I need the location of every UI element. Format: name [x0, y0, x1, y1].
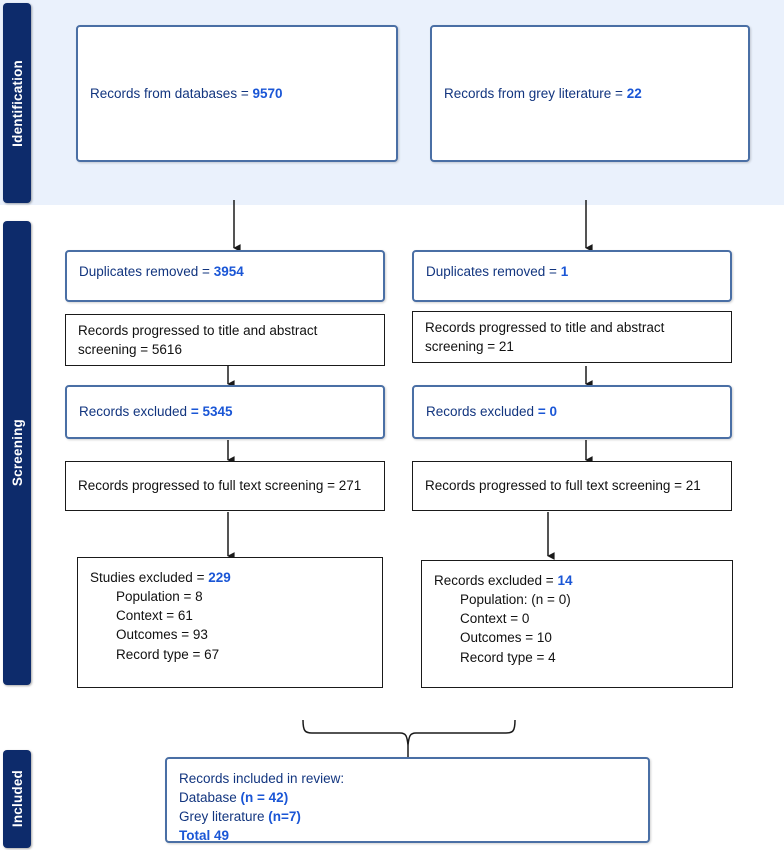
records-excluded-full-grey-label: Records excluded =	[434, 573, 558, 588]
records-from-grey-text: Records from grey literature = 22	[444, 84, 736, 103]
records-excluded-grey-text: Records excluded = 0	[426, 402, 718, 421]
records-included-heading: Records included in review:	[179, 771, 345, 786]
studies-excluded-database-label: Studies excluded =	[90, 570, 209, 585]
studies-excluded-database-reason-outcomes: Outcomes = 93	[116, 627, 208, 643]
records-from-grey-value: 22	[626, 85, 642, 101]
records-included-database-value: (n = 42)	[240, 790, 289, 806]
records-excluded-full-grey-reason-outcomes: Outcomes = 10	[460, 630, 552, 646]
records-from-databases-text: Records from databases = 9570	[90, 84, 384, 103]
box-records-excluded-grey: Records excluded = 0	[412, 385, 732, 439]
box-studies-excluded-database: Studies excluded = 229 Population = 8 Co…	[77, 557, 383, 688]
records-excluded-database-value: = 5345	[190, 404, 233, 420]
records-from-grey-label: Records from grey literature =	[444, 85, 627, 101]
fulltext-grey-text: Records progressed to full text screenin…	[425, 478, 701, 494]
stage-label-identification: Identification	[9, 59, 25, 147]
title-abstract-database-line2: screening = 5616	[78, 342, 182, 357]
title-abstract-grey-line2: screening = 21	[425, 339, 514, 354]
box-records-excluded-full-grey: Records excluded = 14 Population: (n = 0…	[421, 560, 733, 688]
title-abstract-database-line1: Records progressed to title and abstract	[78, 322, 318, 338]
records-included-total: Total 49	[179, 826, 636, 845]
box-title-abstract-database: Records progressed to title and abstract…	[65, 314, 385, 366]
records-excluded-full-grey-text: Records excluded = 14	[434, 571, 720, 590]
box-records-from-databases: Records from databases = 9570	[76, 25, 398, 162]
stage-bar-identification: Identification	[3, 3, 31, 203]
duplicates-removed-database-value: 3954	[213, 264, 244, 279]
duplicates-removed-grey-label: Duplicates removed =	[426, 264, 561, 279]
records-excluded-database-label: Records excluded	[79, 404, 191, 420]
studies-excluded-database-reason-population: Population = 8	[116, 589, 203, 605]
records-excluded-full-grey-value: 14	[557, 573, 573, 588]
records-included-database-label: Database	[179, 790, 241, 806]
records-excluded-grey-value: = 0	[537, 404, 557, 420]
studies-excluded-database-reason-context: Context = 61	[116, 608, 193, 624]
stage-label-included: Included	[9, 770, 25, 828]
records-excluded-database-text: Records excluded = 5345	[79, 402, 371, 421]
duplicates-removed-database-text: Duplicates removed = 3954	[79, 262, 371, 281]
studies-excluded-database-reason-record-type: Record type = 67	[116, 646, 220, 662]
records-excluded-full-grey-reason-record-type: Record type = 4	[460, 649, 556, 665]
box-fulltext-database: Records progressed to full text screenin…	[65, 461, 385, 511]
studies-excluded-database-text: Studies excluded = 229	[90, 568, 370, 587]
box-title-abstract-grey: Records progressed to title and abstract…	[412, 311, 732, 363]
studies-excluded-database-value: 229	[208, 570, 231, 585]
box-records-excluded-database: Records excluded = 5345	[65, 385, 385, 439]
records-from-databases-value: 9570	[252, 85, 283, 101]
records-included-database-line: Database (n = 42)	[179, 788, 636, 807]
box-records-included: Records included in review: Database (n …	[165, 757, 650, 843]
box-duplicates-removed-grey: Duplicates removed = 1	[412, 250, 732, 302]
records-excluded-full-grey-reason-context: Context = 0	[460, 611, 530, 627]
fulltext-database-text: Records progressed to full text screenin…	[78, 478, 362, 494]
duplicates-removed-database-label: Duplicates removed =	[79, 264, 214, 279]
records-included-grey-line: Grey literature (n=7)	[179, 807, 636, 826]
duplicates-removed-grey-text: Duplicates removed = 1	[426, 262, 718, 281]
records-excluded-full-grey-reason-population: Population: (n = 0)	[460, 592, 571, 608]
box-duplicates-removed-database: Duplicates removed = 3954	[65, 250, 385, 302]
records-excluded-grey-label: Records excluded	[426, 404, 538, 420]
records-included-grey-value: (n=7)	[268, 809, 301, 825]
box-fulltext-grey: Records progressed to full text screenin…	[412, 461, 732, 511]
title-abstract-grey-line1: Records progressed to title and abstract	[425, 319, 665, 335]
stage-label-screening: Screening	[9, 419, 25, 487]
duplicates-removed-grey-value: 1	[560, 264, 569, 279]
records-included-total-value: Total 49	[179, 828, 230, 844]
stage-bar-screening: Screening	[3, 221, 31, 685]
records-from-databases-label: Records from databases =	[90, 85, 253, 101]
stage-bar-included: Included	[3, 750, 31, 848]
box-records-from-grey-literature: Records from grey literature = 22	[430, 25, 750, 162]
records-included-grey-label: Grey literature	[179, 809, 269, 825]
